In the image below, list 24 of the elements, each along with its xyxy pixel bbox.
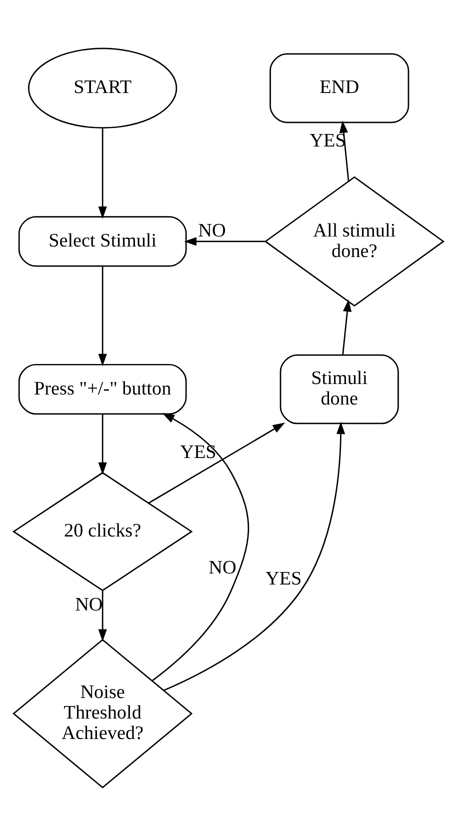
edge-label: YES bbox=[266, 568, 302, 590]
node-diamond: 20 clicks? bbox=[12, 472, 193, 592]
arrow bbox=[184, 237, 266, 246]
arrow bbox=[148, 422, 286, 504]
node-diamond: Noise Threshold Achieved? bbox=[12, 638, 193, 788]
arrow bbox=[98, 266, 107, 366]
node-box: Press "+/-" button bbox=[18, 364, 187, 415]
arrow bbox=[164, 422, 346, 692]
edge-label: NO bbox=[208, 557, 236, 578]
arrow bbox=[98, 414, 107, 475]
edge-label: YES bbox=[180, 442, 216, 464]
arrow bbox=[98, 128, 107, 219]
arrow bbox=[98, 590, 107, 642]
node-diamond: All stimuli done? bbox=[264, 176, 445, 307]
node-box: Select Stimuli bbox=[18, 216, 187, 267]
arrow bbox=[339, 120, 350, 182]
node-ellipse: START bbox=[28, 48, 178, 129]
arrow bbox=[342, 299, 352, 356]
node-box: END bbox=[270, 53, 410, 124]
edge-label: NO bbox=[75, 594, 103, 616]
edge-label: NO bbox=[198, 220, 226, 242]
arrow bbox=[152, 412, 250, 681]
edge-label: YES bbox=[310, 130, 346, 152]
node-box: Stimuli done bbox=[280, 354, 399, 424]
